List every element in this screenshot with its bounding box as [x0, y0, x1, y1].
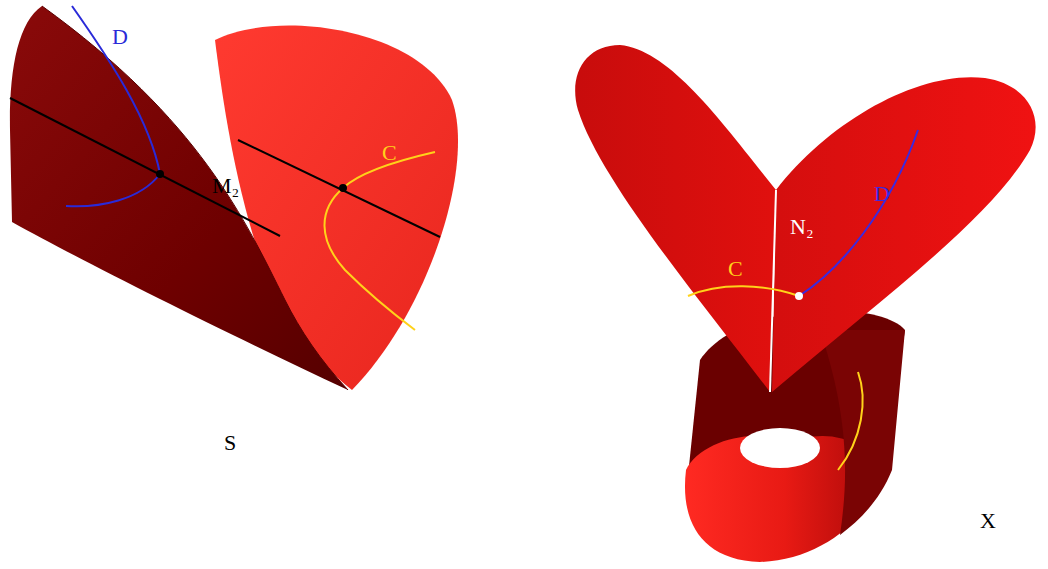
curve-label: C: [728, 258, 743, 280]
line-label: N₂: [790, 216, 814, 238]
point: [339, 184, 347, 192]
ridge-edge: [42, 6, 348, 390]
curve-label: D: [874, 183, 890, 205]
curve-label: C: [382, 142, 397, 164]
figure-label: S: [224, 432, 236, 454]
dark-body: [10, 6, 348, 390]
line-m2-right: [238, 140, 440, 237]
line-n2: [770, 190, 776, 392]
wing-right: [772, 77, 1036, 392]
tube-right-band: [820, 330, 905, 535]
curve-c: [688, 286, 799, 296]
curve-d: [799, 130, 918, 296]
curve-c: [838, 372, 863, 470]
figure-label: X: [980, 510, 996, 532]
point: [156, 170, 164, 178]
line-label: M₂: [212, 175, 239, 197]
tube-hole: [740, 428, 820, 468]
curve-d: [66, 6, 160, 206]
curve-c: [324, 152, 435, 330]
curve-label: D: [112, 26, 128, 48]
wing-left: [575, 45, 776, 392]
line-m2-left: [10, 98, 280, 236]
point: [795, 292, 803, 300]
